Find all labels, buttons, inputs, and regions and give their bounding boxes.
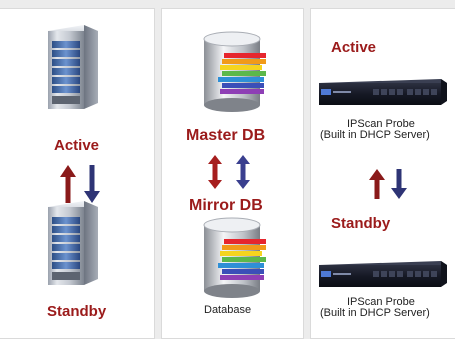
server-standby-label: Standby: [47, 303, 107, 320]
arrow-up-icon: [369, 169, 385, 199]
probe-title-bottom: IPScan Probe: [347, 296, 415, 308]
server-tower-icon: [48, 25, 98, 109]
arrow-down-icon: [391, 169, 407, 199]
probe-standby-label: Standby: [331, 215, 391, 232]
probe-subtitle-top: (Built in DHCP Server): [320, 129, 430, 141]
probes-panel: Active IPScan Probe (Built in DHCP Serve…: [310, 8, 455, 339]
server-tower-icon: [48, 201, 98, 285]
database-panel: Master DB Mirror DB Database: [161, 8, 304, 339]
mirror-db-label: Mirror DB: [189, 197, 263, 214]
probe-subtitle-bottom: (Built in DHCP Server): [320, 307, 430, 319]
database-cylinder-icon: [203, 31, 266, 112]
master-db-label: Master DB: [186, 127, 266, 144]
arrow-up-down-icon: [236, 155, 250, 189]
arrow-down-icon: [84, 165, 100, 203]
servers-panel: Active Standby: [0, 8, 155, 339]
database-cylinder-icon: [203, 217, 266, 298]
rack-appliance-icon: [319, 79, 447, 105]
probe-active-label: Active: [331, 39, 377, 56]
arrow-up-down-icon: [208, 155, 222, 189]
rack-appliance-icon: [319, 261, 447, 287]
probe-title-top: IPScan Probe: [347, 118, 415, 130]
database-caption: Database: [204, 304, 252, 316]
server-active-label: Active: [54, 137, 100, 154]
arrow-up-icon: [60, 165, 76, 203]
